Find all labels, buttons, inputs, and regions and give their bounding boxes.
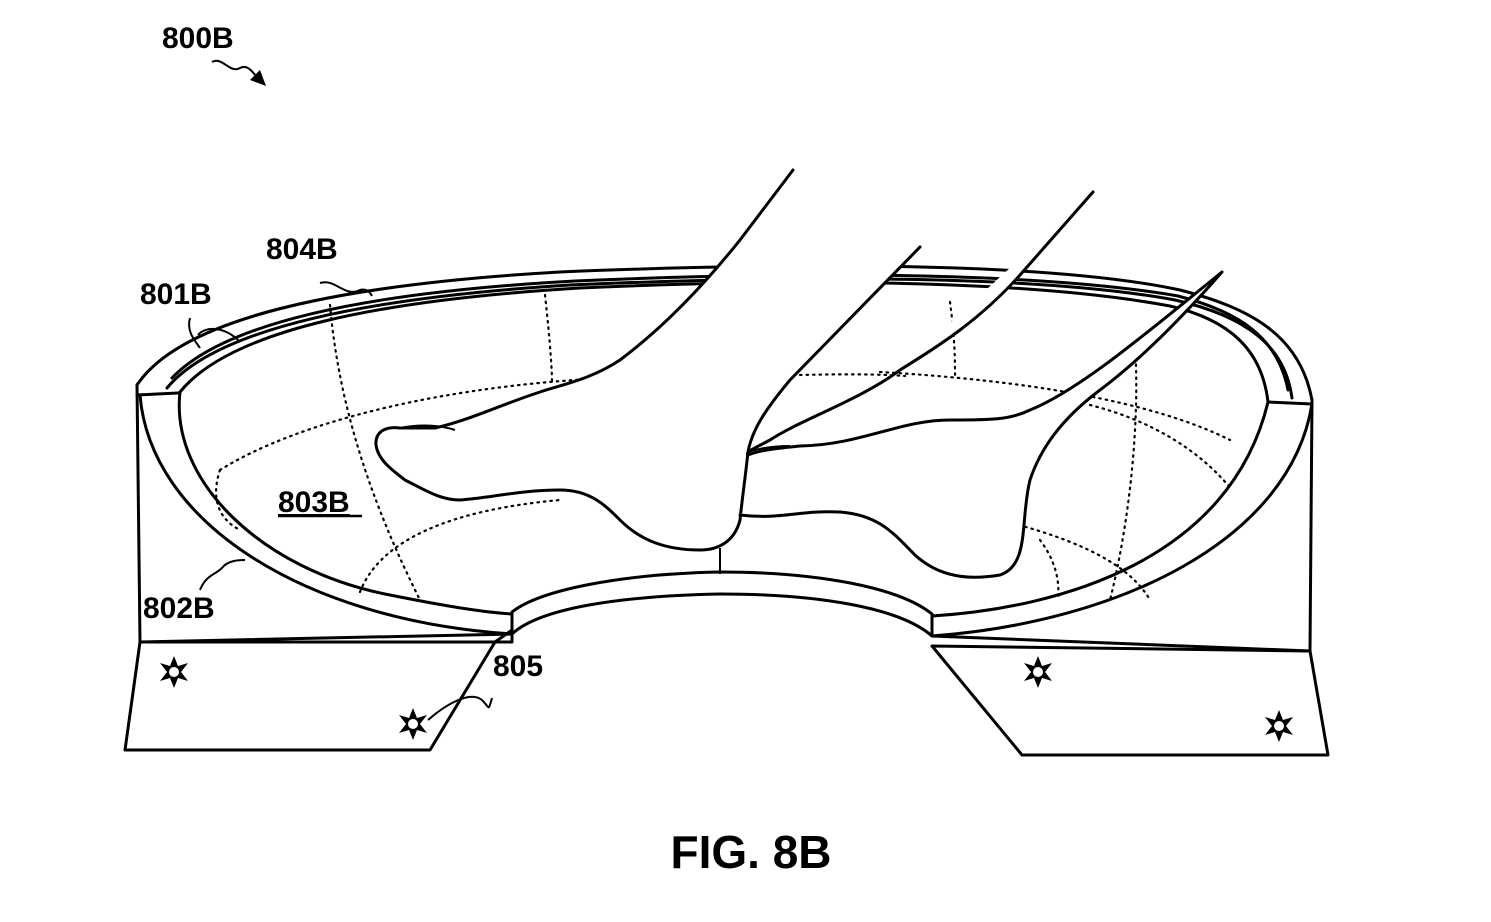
light-source-icon — [160, 656, 188, 688]
label-804b: 804B — [266, 233, 338, 266]
label-801b: 801B — [140, 278, 212, 311]
figure-caption: FIG. 8B — [670, 826, 831, 878]
foot-opening — [510, 570, 934, 638]
housing-walls — [135, 383, 1314, 653]
label-805: 805 — [493, 650, 543, 683]
light-source-icon — [1024, 656, 1052, 688]
light-source-icon — [1265, 710, 1293, 742]
base-left — [123, 628, 514, 752]
label-803b: 803B — [278, 486, 350, 519]
label-802b: 802B — [143, 592, 215, 625]
bowl-mesh — [215, 293, 1234, 602]
leader-lines — [188, 59, 493, 721]
base-right — [930, 644, 1330, 757]
label-800b: 800B — [162, 22, 234, 55]
right-leg-foot — [738, 190, 1224, 579]
light-source-icon — [399, 708, 427, 740]
left-leg-foot — [374, 168, 922, 574]
